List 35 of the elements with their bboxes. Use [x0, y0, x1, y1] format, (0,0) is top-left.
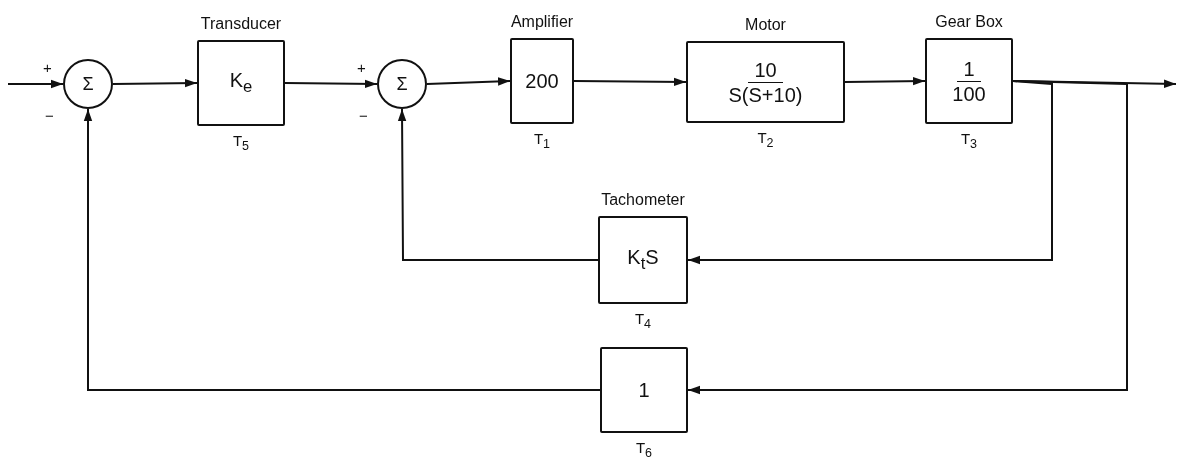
arrow — [397, 108, 599, 261]
sign: − — [359, 107, 368, 124]
transfer-function: K$_{t}$S — [627, 244, 659, 275]
block-name: T$_{1}$ — [532, 130, 552, 151]
arrow — [112, 78, 198, 88]
arrow — [687, 80, 1053, 265]
arrow — [687, 80, 1128, 395]
arrow — [284, 79, 378, 89]
block-label: Amplifier — [509, 13, 575, 31]
block-label: Transducer — [199, 15, 283, 33]
block-name: T$_{3}$ — [959, 130, 979, 151]
transfer-function: 200 — [525, 69, 559, 93]
sigma-symbol: Σ — [396, 73, 408, 96]
block-label: Motor — [744, 16, 787, 34]
block-name: T$_{5}$ — [231, 132, 251, 153]
sigma-symbol: Σ — [82, 73, 94, 96]
arrow — [426, 77, 511, 86]
block-name: T$_{4}$ — [633, 310, 653, 331]
numerator: 1 — [957, 56, 981, 82]
numerator: 10 — [748, 57, 783, 83]
denominator: 100 — [952, 81, 986, 106]
block-name: T$_{2}$ — [756, 129, 775, 150]
sign: + — [43, 59, 52, 76]
arrow — [83, 108, 601, 391]
arrow — [844, 76, 926, 86]
denominator: S(S+10) — [728, 82, 803, 107]
block-label: Tachometer — [600, 191, 686, 209]
arrow — [573, 77, 687, 87]
sign: − — [45, 107, 54, 124]
block-name: T$_{6}$ — [634, 439, 654, 460]
sign: + — [357, 59, 366, 76]
transfer-function: 1 — [638, 378, 650, 402]
block-label: Gear Box — [934, 13, 1004, 31]
arrow — [7, 79, 64, 89]
transfer-function: K$_{e}$ — [229, 67, 253, 98]
